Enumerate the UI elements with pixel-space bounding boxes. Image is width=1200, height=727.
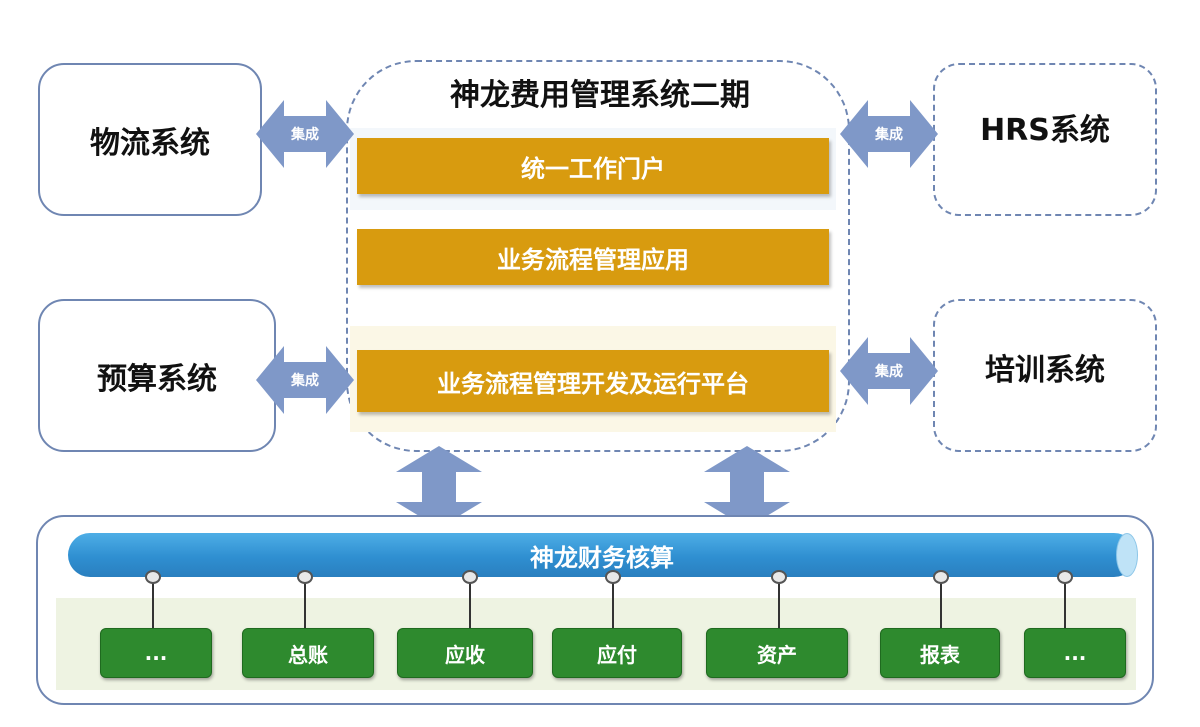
budget-system-box: 预算系统 <box>38 299 276 452</box>
hrs-system-box: HRS系统 <box>933 63 1157 216</box>
financial-accounting-pipe: 神龙财务核算 <box>68 533 1138 577</box>
module-connector <box>469 578 471 630</box>
unified-portal-layer: 统一工作门户 <box>357 138 829 194</box>
module-label: ... <box>1063 641 1087 665</box>
integration-arrow-logistics: 集成 <box>256 100 354 168</box>
training-system-box: 培训系统 <box>933 299 1157 452</box>
connector-node <box>145 570 161 584</box>
vertical-arrow-left <box>396 446 482 528</box>
bpm-application-label: 业务流程管理应用 <box>497 245 689 274</box>
connector-node <box>462 570 478 584</box>
connector-node <box>1057 570 1073 584</box>
financial-accounting-label: 神龙财务核算 <box>530 543 674 572</box>
logistics-system-label: 物流系统 <box>90 125 210 161</box>
module-label: 总账 <box>288 642 328 667</box>
integration-label: 集成 <box>290 372 319 389</box>
integration-label: 集成 <box>290 126 319 143</box>
hrs-system-label: HRS系统 <box>980 113 1110 148</box>
integration-arrow-training: 集成 <box>840 337 938 405</box>
connector-node <box>771 570 787 584</box>
bpm-platform-layer: 业务流程管理开发及运行平台 <box>357 350 829 412</box>
integration-label: 集成 <box>874 126 903 143</box>
integration-arrow-budget: 集成 <box>256 346 354 414</box>
connector-node <box>933 570 949 584</box>
integration-label: 集成 <box>874 363 903 380</box>
module-connector <box>152 578 154 630</box>
unified-portal-label: 统一工作门户 <box>521 154 665 183</box>
pipe-cap <box>1116 533 1138 577</box>
logistics-system-box: 物流系统 <box>38 63 262 216</box>
module-connector <box>612 578 614 630</box>
module-reports: 报表 <box>880 628 1000 678</box>
module-general-ledger: 总账 <box>242 628 374 678</box>
expense-system-title: 神龙费用管理系统二期 <box>450 78 750 113</box>
module-more-left: ... <box>100 628 212 678</box>
module-label: 应付 <box>597 642 637 667</box>
module-connector <box>940 578 942 630</box>
module-label: 资产 <box>757 642 797 667</box>
bpm-application-layer: 业务流程管理应用 <box>357 229 829 285</box>
connector-node <box>605 570 621 584</box>
connector-node <box>297 570 313 584</box>
training-system-label: 培训系统 <box>985 353 1105 388</box>
module-label: ... <box>144 641 168 665</box>
module-label: 应收 <box>445 642 485 667</box>
module-connector <box>1064 578 1066 630</box>
integration-arrow-hrs: 集成 <box>840 100 938 168</box>
expense-system-container <box>346 60 850 452</box>
module-assets: 资产 <box>706 628 848 678</box>
module-connector <box>778 578 780 630</box>
module-label: 报表 <box>920 642 960 667</box>
budget-system-label: 预算系统 <box>97 361 217 397</box>
module-connector <box>304 578 306 630</box>
vertical-arrow-right <box>704 446 790 528</box>
module-payables: 应付 <box>552 628 682 678</box>
module-receivables: 应收 <box>397 628 533 678</box>
bpm-platform-label: 业务流程管理开发及运行平台 <box>437 369 749 398</box>
module-more-right: ... <box>1024 628 1126 678</box>
